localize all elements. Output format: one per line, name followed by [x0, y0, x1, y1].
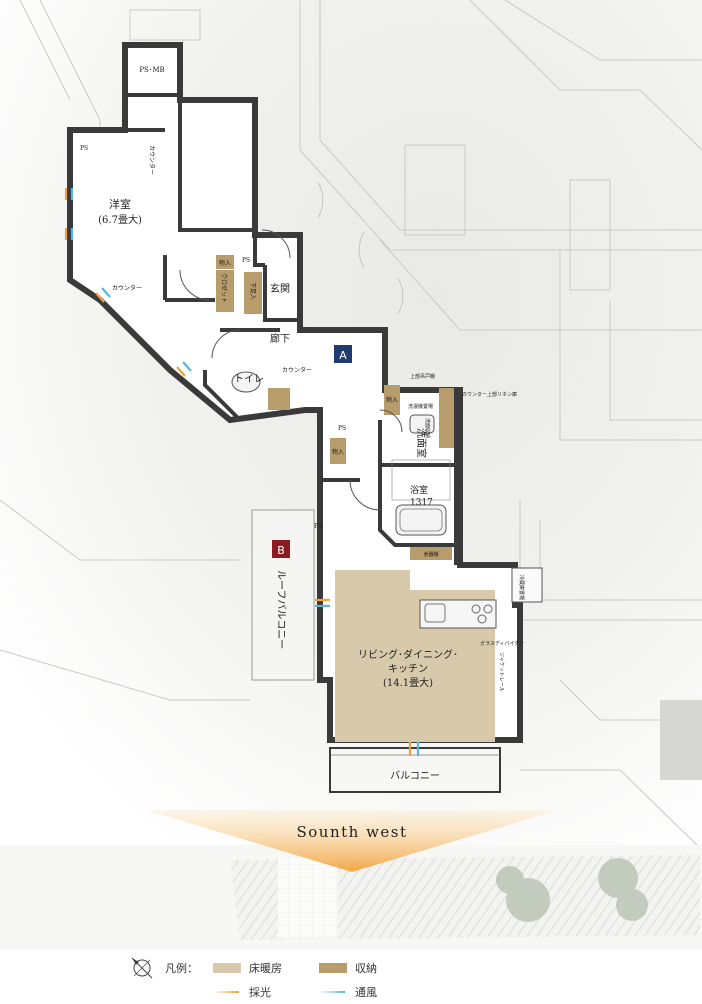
storage-label-2: 物入 — [332, 448, 344, 456]
counter-label-3: カウンター — [282, 366, 312, 374]
window-markers — [64, 188, 420, 756]
legend-floor-heating-label: 床暖房 — [249, 962, 282, 975]
fixtures — [231, 371, 543, 793]
storage-label-1: 物入 — [219, 259, 231, 267]
storage-blocks — [216, 255, 454, 560]
orientation-arrow: Sounth west — [146, 810, 558, 872]
ps-label-3: PS — [338, 425, 346, 432]
ps-label-1: PS — [80, 145, 88, 152]
ps-label-2: PS — [242, 257, 250, 264]
ldk-size: (14.1畳大) — [383, 676, 433, 689]
svg-text:B: B — [277, 544, 285, 557]
ldk-label-line1: リビング･ダイニング･ — [358, 648, 458, 661]
fridge-space-label: 冷蔵庫置場 — [518, 575, 525, 600]
counter-label-1: カウンター — [148, 145, 156, 175]
unit-floor — [67, 42, 523, 743]
ps-mb-label: PS･MB — [139, 66, 164, 74]
legend-prefix: 凡例： — [165, 962, 198, 975]
svg-text:A: A — [339, 349, 347, 362]
legend-ventilation-swatch — [319, 991, 345, 993]
hallway-label: 廊下 — [270, 332, 290, 345]
counter-upper-linen-label: カウンター上部リネン庫 — [462, 391, 517, 398]
roof-balcony-label: ルーフバルコニー — [275, 570, 287, 649]
storage-label-3: 物入 — [386, 396, 398, 404]
washer-space-label: 洗濯機置場 — [408, 403, 433, 410]
closet-label: クロゼット — [220, 273, 228, 303]
ps-label-4: PS — [314, 523, 322, 530]
ventilation-marks — [70, 188, 420, 756]
legend-row-1: 凡例： 床暖房 収納 — [165, 960, 377, 976]
legend-daylight-swatch — [213, 991, 239, 993]
washroom-label: 洗面室 — [415, 428, 428, 458]
glass-divider-label: ガラスディバイダー — [480, 640, 524, 647]
annotation-labels: PS･MB PS PS PS PS カウンター カウンター カウンター 物入 物… — [80, 66, 525, 692]
cupboard-label: 食器棚 — [423, 551, 438, 558]
legend-storage-swatch — [319, 963, 347, 973]
daylight-marks — [64, 188, 412, 756]
toilet-label: トイレ — [234, 374, 264, 385]
interior-walls — [70, 93, 458, 565]
legend-daylight-label: 採光 — [249, 986, 271, 999]
dresser-storage-label: 洗面収納 — [424, 418, 431, 438]
legend-floor-heating-swatch — [213, 963, 241, 973]
counter-label-2: カウンター — [112, 284, 142, 292]
legend-storage-label: 収納 — [355, 962, 377, 975]
western-room-size: (6.7畳大) — [98, 213, 142, 226]
room-labels: 洋室 (6.7畳大) リビング･ダイニング･ キッチン (14.1畳大) 玄関 … — [98, 197, 458, 782]
legend-row-2: 採光 通風 — [213, 984, 377, 1000]
upper-hanging-shelf-label: 上部吊戸棚 — [410, 373, 435, 380]
ldk-label-line2: キッチン — [388, 663, 428, 675]
entrance-label: 玄関 — [270, 282, 290, 295]
legend-ventilation-label: 通風 — [355, 986, 377, 999]
orientation-label: Sounth west — [296, 823, 407, 841]
balcony-label: バルコニー — [390, 770, 440, 782]
door-swings — [179, 229, 403, 511]
shoe-box-label: 下足入 — [249, 282, 256, 300]
marker-b: B — [272, 540, 290, 558]
marker-a: A — [334, 345, 352, 363]
bathroom-size: 1317 — [410, 498, 433, 508]
compass-icon — [131, 957, 153, 979]
street-strip — [0, 845, 702, 950]
western-room-label: 洋室 — [109, 197, 131, 211]
bathroom-label: 浴室 — [410, 484, 428, 496]
sliding-rail-label: ジャケットレール — [498, 652, 505, 692]
